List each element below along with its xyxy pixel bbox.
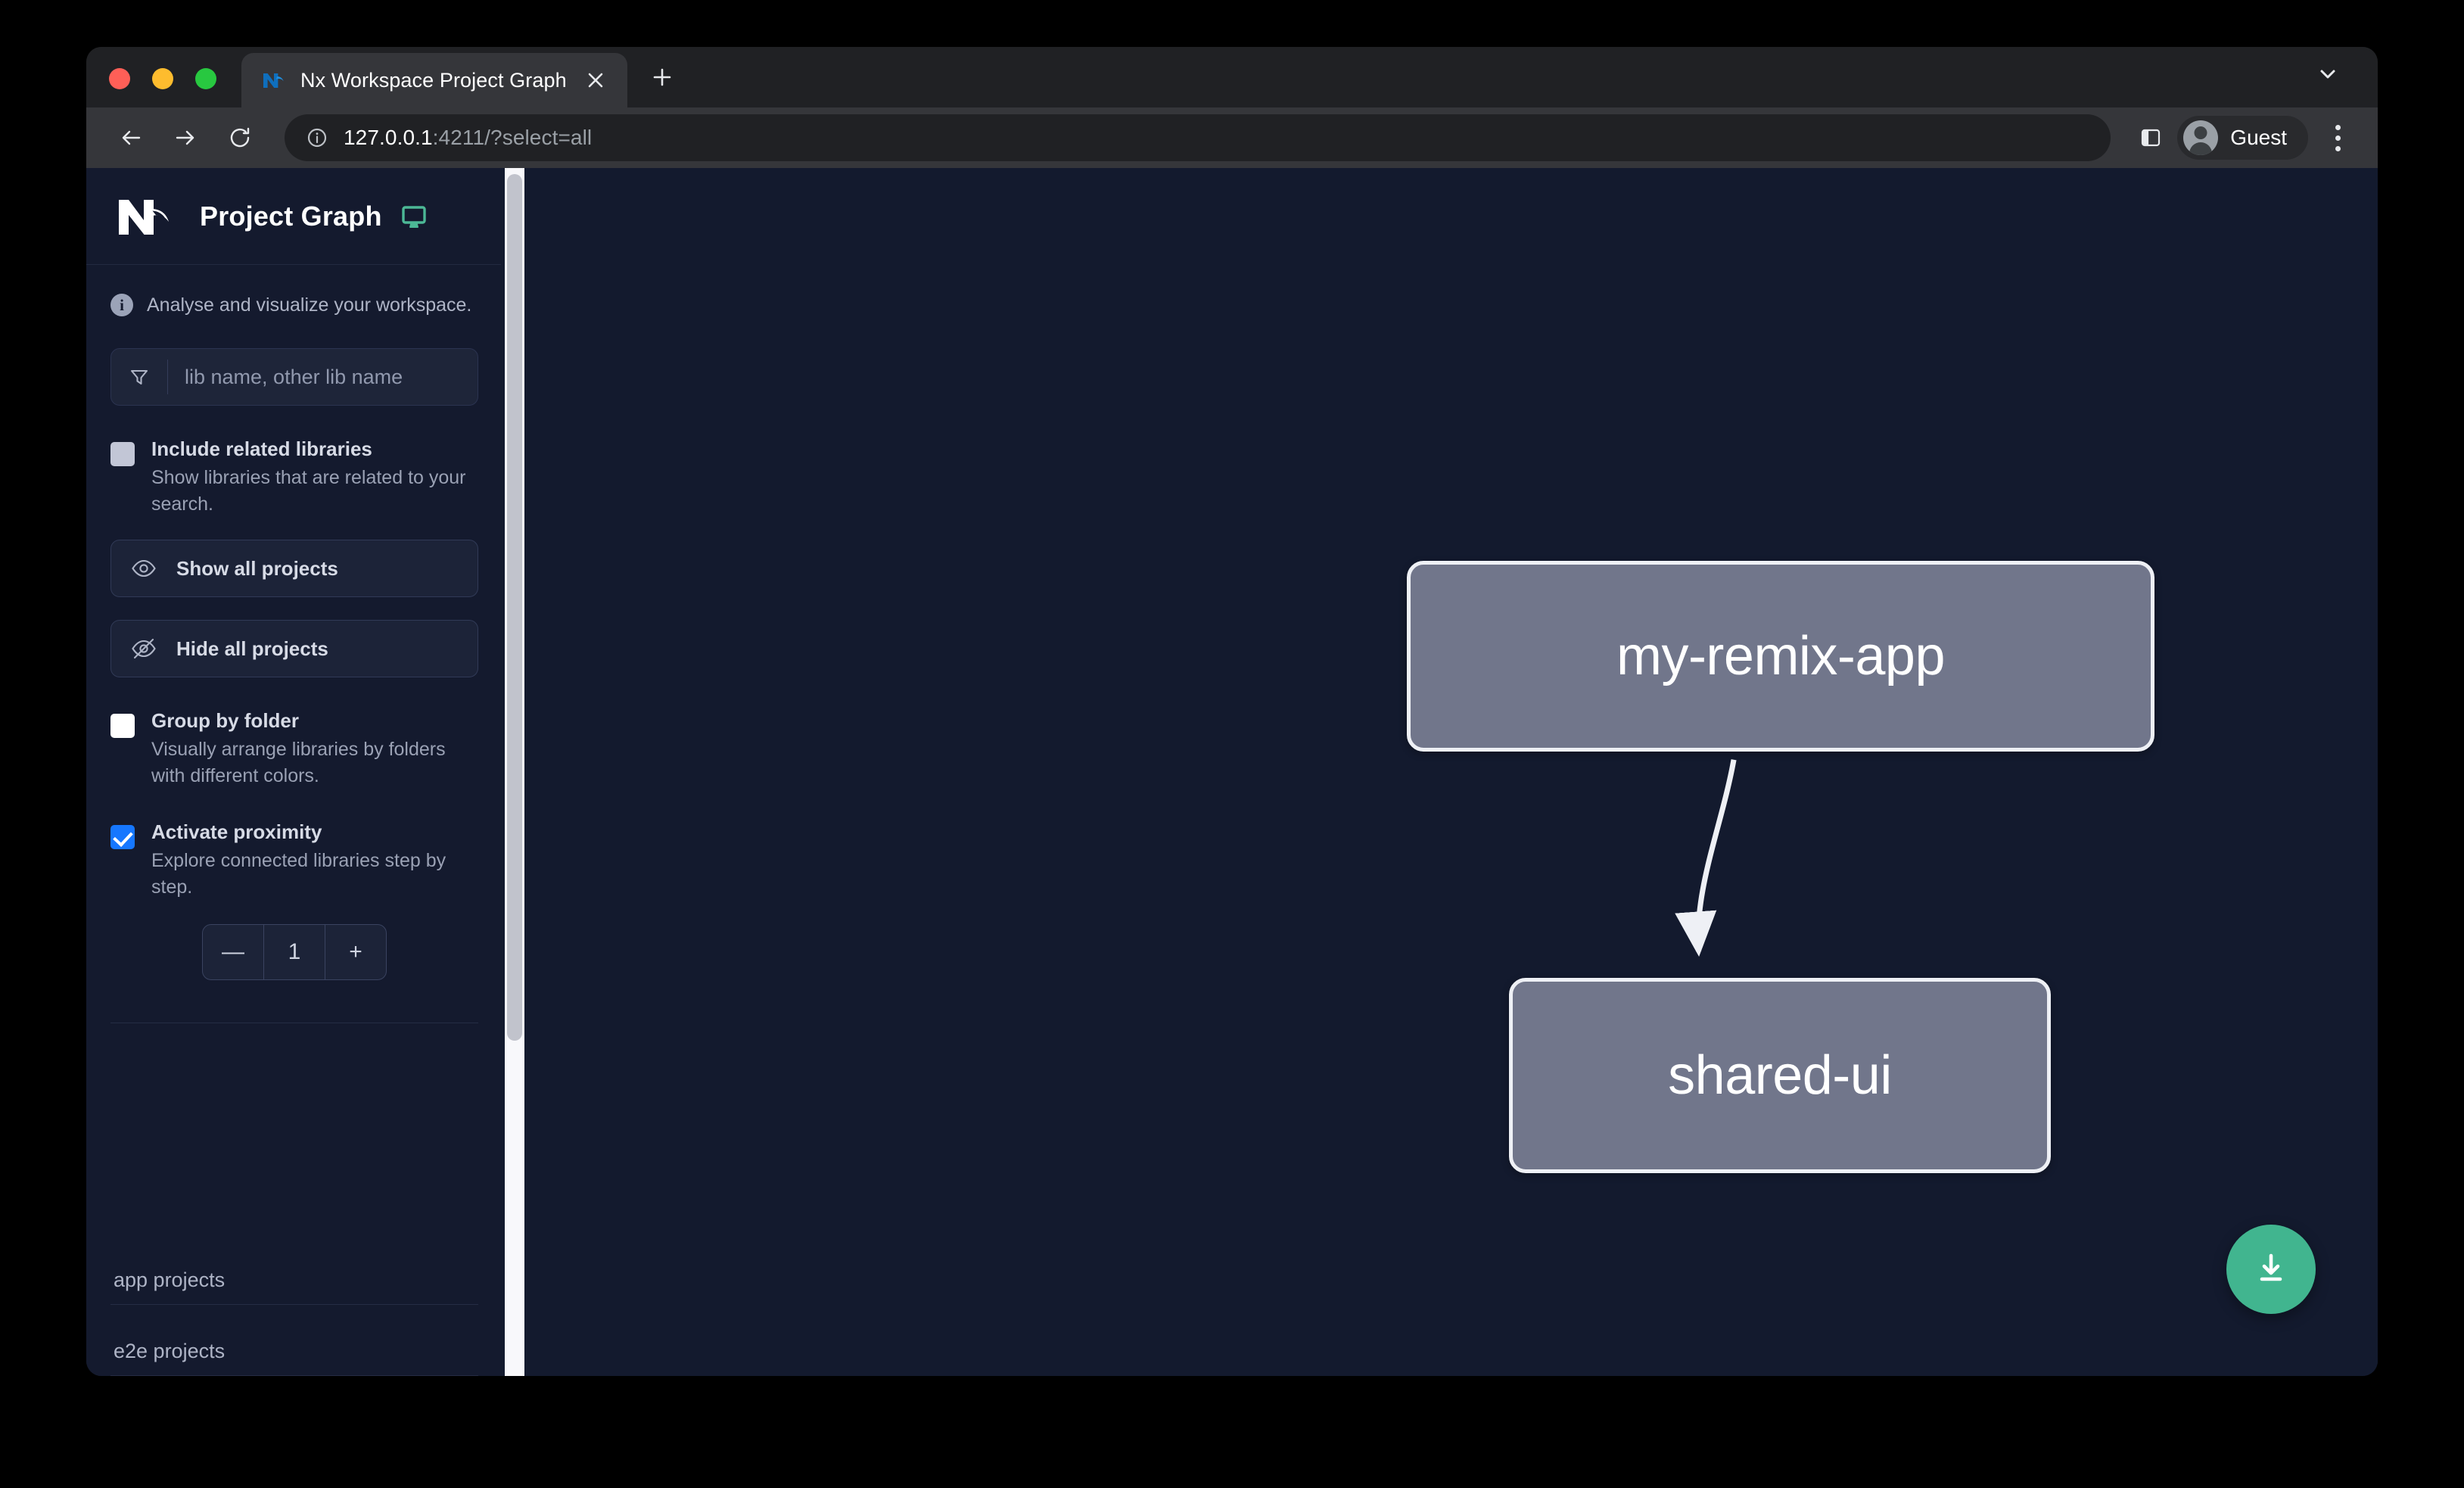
sidebar: Project Graph i Analyse and visualize yo… [86,168,501,1376]
minimize-window-button[interactable] [152,68,173,89]
project-groups: app projects e2e projects [86,1234,501,1376]
graph-node-label: my-remix-app [1616,626,1946,686]
hide-all-projects-button[interactable]: Hide all projects [110,620,478,677]
filter-funnel-icon [128,366,151,388]
graph-node-my-remix-app[interactable]: my-remix-app [1407,561,2154,752]
sidebar-scrollbar[interactable] [505,168,524,1376]
graph-edges [1675,759,1737,957]
url-host: 127.0.0.1 [344,126,433,149]
close-icon[interactable] [580,65,611,95]
show-all-projects-button[interactable]: Show all projects [110,540,478,597]
close-window-button[interactable] [109,68,130,89]
tab-title: Nx Workspace Project Graph [300,68,567,92]
sidebar-header: Project Graph [86,168,501,265]
sidebar-item-app-projects[interactable]: app projects [110,1234,478,1305]
graph-node-label: shared-ui [1668,1045,1892,1106]
hide-all-projects-label: Hide all projects [176,637,328,660]
option-text: Include related libraries Show libraries… [151,437,477,517]
page-content: Project Graph i Analyse and visualize yo… [86,168,2378,1376]
checkbox-activate-proximity[interactable] [110,825,135,849]
checkbox-include-related-libraries[interactable] [110,442,135,466]
proximity-value: 1 [263,925,325,979]
side-panel-icon[interactable] [2129,116,2173,160]
filter-divider [167,360,168,394]
arrow-left-icon[interactable] [107,114,154,161]
option-title: Activate proximity [151,820,322,843]
chevron-down-icon[interactable] [2311,58,2344,91]
sidebar-item-e2e-projects[interactable]: e2e projects [110,1305,478,1376]
sidebar-scrollbar-thumb[interactable] [507,174,522,1041]
option-description: Visually arrange libraries by folders wi… [151,739,446,786]
arrow-right-icon[interactable] [162,114,209,161]
browser-tab[interactable]: Nx Workspace Project Graph [241,53,627,107]
option-description: Explore connected libraries step by step… [151,850,446,898]
download-button[interactable] [2226,1225,2316,1314]
proximity-stepper: — 1 + [202,924,387,980]
proximity-decrement-button[interactable]: — [222,939,244,964]
proximity-increment-button[interactable]: + [325,925,386,979]
browser-toolbar: 127.0.0.1:4211/?select=all Guest [86,107,2378,168]
option-activate-proximity[interactable]: Activate proximity Explore connected lib… [110,820,478,900]
page-title: Project Graph [200,200,382,232]
new-tab-button[interactable] [641,56,683,98]
show-all-projects-label: Show all projects [176,556,338,580]
option-include-related-libraries[interactable]: Include related libraries Show libraries… [110,437,478,517]
eye-icon [131,556,157,581]
option-group-by-folder[interactable]: Group by folder Visually arrange librari… [110,709,478,789]
option-text: Group by folder Visually arrange librari… [151,709,477,789]
browser-window: Nx Workspace Project Graph [86,47,2378,1376]
address-bar-url: 127.0.0.1:4211/?select=all [344,126,592,150]
checkbox-group-by-folder[interactable] [110,714,135,738]
option-text: Activate proximity Explore connected lib… [151,820,477,900]
option-title: Include related libraries [151,437,372,460]
graph-node-shared-ui[interactable]: shared-ui [1509,978,2051,1173]
info-icon: i [110,294,133,316]
window-traffic-lights [109,68,241,107]
reload-icon[interactable] [216,114,263,161]
nx-logo-icon [117,195,174,238]
eye-off-icon [131,636,157,662]
option-description: Show libraries that are related to your … [151,467,466,515]
url-path: :4211/?select=all [432,126,593,149]
toolbar-right-group: Guest [2129,116,2358,160]
info-circle-icon[interactable] [306,126,328,149]
download-icon [2251,1248,2291,1291]
maximize-window-button[interactable] [195,68,216,89]
filter-field[interactable] [110,348,478,406]
kebab-menu-icon[interactable] [2317,116,2358,160]
profile-button[interactable]: Guest [2177,116,2308,160]
sidebar-note: i Analyse and visualize your workspace. [86,265,501,316]
nx-logo-icon [261,67,287,93]
address-bar[interactable]: 127.0.0.1:4211/?select=all [285,114,2111,161]
tab-strip: Nx Workspace Project Graph [86,47,2378,107]
monitor-icon[interactable] [400,203,428,230]
sidebar-controls: Include related libraries Show libraries… [86,316,501,1234]
option-title: Group by folder [151,709,299,732]
graph-canvas[interactable]: my-remix-app shared-ui [501,168,2378,1376]
profile-label: Guest [2230,126,2287,149]
person-icon [2183,120,2219,155]
search-input[interactable] [185,365,461,389]
sidebar-note-text: Analyse and visualize your workspace. [147,294,472,316]
